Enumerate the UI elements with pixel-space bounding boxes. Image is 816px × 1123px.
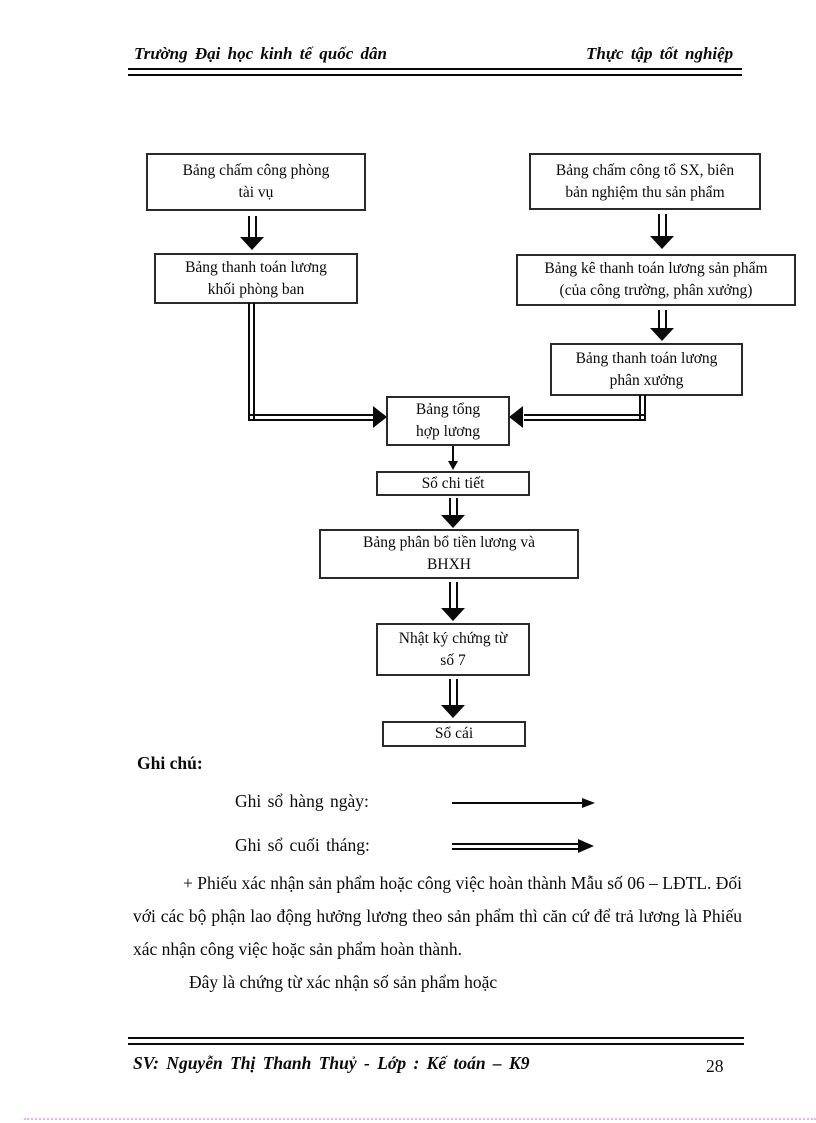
legend-double-arrow-line (452, 843, 580, 850)
arrow-shaft (448, 679, 458, 705)
double-arrow-bangke-to-phanxuong (649, 310, 675, 341)
arrow-shaft (452, 446, 454, 461)
arrow-shaft (657, 310, 667, 328)
connector-right-vertical (639, 395, 646, 421)
flow-box-label: Bảng chấm công tổ SX, biên bản nghiệm th… (555, 161, 735, 201)
flow-box-bang-phan-bo-tien-luong-bhxh: Bảng phân bổ tiền lương và BHXH (319, 529, 579, 579)
double-arrow-nhatky-to-socai (440, 679, 466, 718)
flow-box-label: Bảng tổng hợp lương (415, 401, 481, 440)
flow-box-bang-cham-cong-to-sx: Bảng chấm công tổ SX, biên bản nghiệm th… (529, 153, 761, 210)
connector-right-horizontal (524, 414, 646, 421)
flow-box-bang-thanh-toan-luong-phan-xuong: Bảng thanh toán lương phân xưởng (550, 343, 743, 396)
footer-student-line: SV: Nguyễn Thị Thanh Thuỷ - Lớp : Kế toá… (133, 1053, 530, 1073)
header-rule (128, 68, 742, 76)
header-report-title: Thực tập tốt nghiệp (586, 44, 734, 63)
arrow-head-icon (650, 236, 674, 249)
arrow-head-icon (441, 608, 465, 621)
arrow-shaft (448, 498, 458, 515)
connector-left-vertical (248, 303, 255, 421)
flow-box-label: Bảng thanh toán lương phân xưởng (575, 349, 718, 389)
arrow-shaft (448, 582, 458, 608)
legend-double-arrow-head-icon (578, 839, 594, 853)
flow-box-bang-tong-hop-luong: Bảng tổng hợp lương (386, 396, 510, 446)
flow-box-label: Bảng kê thanh toán lương sản phẩm (của c… (544, 260, 768, 299)
header-school-name: Trường Đại học kinh tế quốc dân (134, 44, 387, 63)
flow-box-label: Bảng phân bổ tiền lương và BHXH (363, 534, 535, 573)
connector-left-arrow-head-icon (373, 406, 387, 428)
arrow-head-icon (650, 328, 674, 341)
page-number: 28 (706, 1056, 724, 1076)
arrow-head-icon (448, 461, 458, 470)
double-arrow-tosx-to-bangke (649, 214, 675, 249)
legend-label-daily: Ghi sổ hàng ngày: (235, 791, 369, 811)
legend-title: Ghi chú: (137, 753, 203, 773)
legend-single-arrow-line (452, 802, 584, 804)
flow-box-bang-ke-thanh-toan-luong-san-pham: Bảng kê thanh toán lương sản phẩm (của c… (516, 254, 796, 306)
flow-box-label: Bảng thanh toán lương khối phòng ban (185, 258, 327, 298)
flow-box-label: Bảng chấm công phòng tài vụ (182, 162, 330, 201)
single-arrow-tonghop-to-sochitiet (447, 446, 459, 470)
legend-single-arrow-head-icon (582, 798, 595, 808)
connector-left-horizontal (248, 414, 375, 421)
arrow-shaft (657, 214, 667, 236)
flow-box-nhat-ky-chung-tu-so-7: Nhật ký chứng từ số 7 (376, 623, 530, 676)
flow-box-so-chi-tiet: Sổ chi tiết (376, 471, 530, 496)
double-arrow-phanbo-to-nhatky (440, 582, 466, 621)
paragraph-day-la-chung-tu: Đây là chứng từ xác nhận số sản phẩm hoặ… (189, 972, 498, 992)
footer-rule (128, 1037, 744, 1045)
double-arrow-sochitiet-to-phanbo (440, 498, 466, 528)
flow-box-bang-cham-cong-phong-tai-vu: Bảng chấm công phòng tài vụ (146, 153, 366, 211)
flow-box-label: Sổ cái (434, 725, 474, 742)
arrow-head-icon (441, 515, 465, 528)
double-arrow-taivu-to-khoiphongban (239, 216, 265, 250)
connector-right-arrow-head-icon (509, 406, 523, 428)
arrow-head-icon (441, 705, 465, 718)
flow-box-so-cai: Sổ cái (382, 721, 526, 747)
flow-box-bang-thanh-toan-luong-khoi-phong-ban: Bảng thanh toán lương khối phòng ban (154, 253, 358, 304)
page-bottom-edge (24, 1118, 816, 1120)
arrow-head-icon (240, 237, 264, 250)
paragraph-phieu-xac-nhan: + Phiếu xác nhận sản phẩm hoặc công việc… (133, 873, 742, 959)
flow-box-label: Nhật ký chứng từ số 7 (398, 629, 508, 669)
legend-label-monthly: Ghi sổ cuối tháng: (235, 835, 370, 855)
arrow-shaft (247, 216, 257, 237)
flow-box-label: Sổ chi tiết (421, 474, 485, 492)
